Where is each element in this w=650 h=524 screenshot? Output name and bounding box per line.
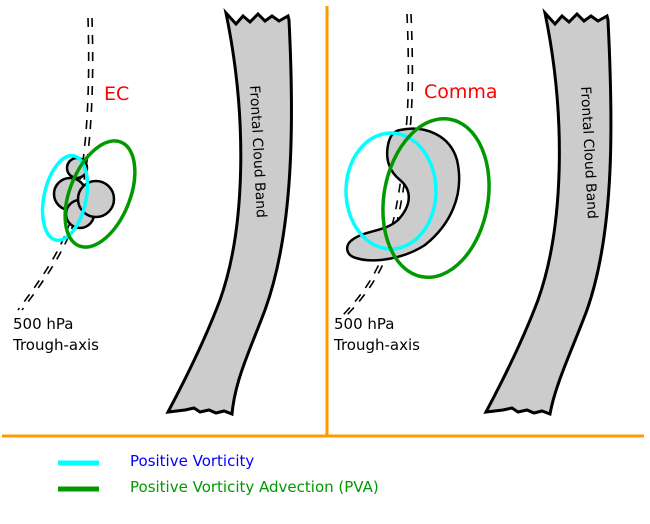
frontal-cloud-band-left [165,7,293,417]
comma-cloud-shape [346,127,461,262]
trough-label-line2: Trough-axis [13,336,99,354]
trough-label-line1: 500 hPa [13,315,74,333]
trough-label-line2: Trough-axis [334,336,420,354]
pva-ellipse-right [381,116,491,280]
feature-label-ec: EC [104,83,130,105]
pva-ellipse-left [63,139,137,249]
trough-axis-right [339,13,414,319]
trough-axis-label-right: 500 hPa Trough-axis [334,314,420,356]
trough-label-line1: 500 hPa [334,315,395,333]
legend-label-pva: Positive Vorticity Advection (PVA) [130,478,379,496]
feature-label-comma: Comma [424,81,498,103]
legend-label-positive-vorticity: Positive Vorticity [130,452,255,470]
trough-axis-label-left: 500 hPa Trough-axis [13,314,99,356]
trough-axis-left [17,17,94,311]
frontal-cloud-band-right [483,7,613,417]
positive-vorticity-ellipse-left [40,153,90,243]
